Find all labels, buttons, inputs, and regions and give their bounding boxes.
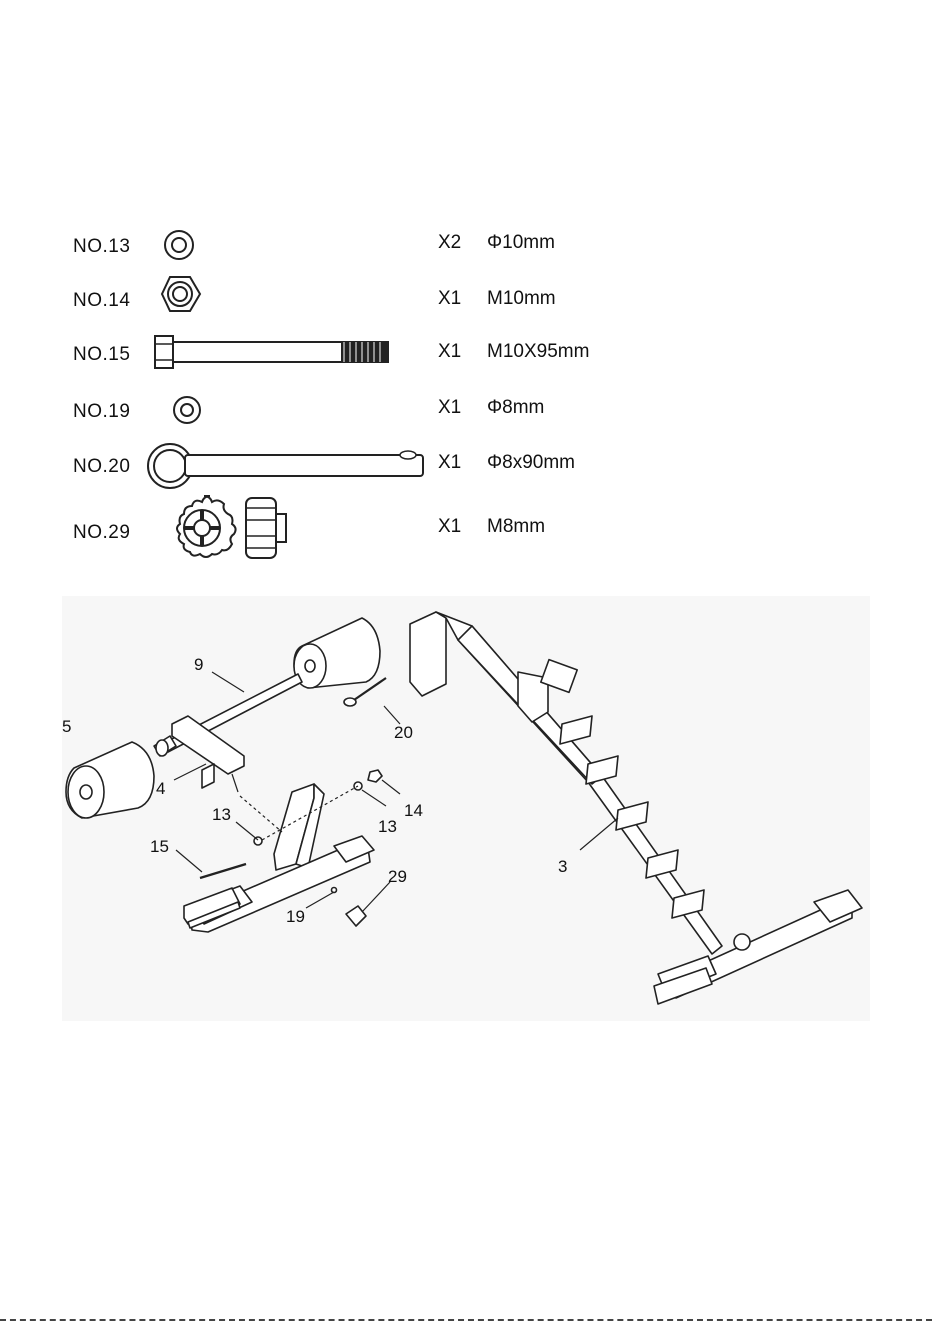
hex-nut-icon <box>160 272 204 316</box>
part-quantity: X1 <box>438 452 461 474</box>
callout-15: 15 <box>150 837 169 856</box>
part-spec: Φ8x90mm <box>487 452 575 474</box>
part-number: NO.20 <box>73 456 130 478</box>
part-number: NO.14 <box>73 290 130 312</box>
callout-19: 19 <box>286 907 305 926</box>
callout-9: 9 <box>194 655 203 674</box>
washer-icon <box>160 230 204 264</box>
part-spec: Φ10mm <box>487 232 555 254</box>
page-edge-divider <box>0 1319 932 1323</box>
part-number: NO.19 <box>73 401 130 423</box>
part-spec: M10X95mm <box>487 341 589 363</box>
knob-icon <box>162 492 292 564</box>
ring-pin-icon <box>145 440 430 492</box>
hardware-parts-list: NO.13 X2 Φ10mm NO.14 X1 M10mm NO.15 <box>0 0 932 580</box>
callout-3: 3 <box>558 857 567 876</box>
callout-4: 4 <box>156 779 165 798</box>
part-number: NO.13 <box>73 236 130 258</box>
callout-13-left: 13 <box>212 805 231 824</box>
assembly-diagram: 5 9 4 13 15 19 29 13 14 20 3 <box>62 596 870 1021</box>
small-washer-icon <box>168 395 208 427</box>
part-quantity: X2 <box>438 232 461 254</box>
part-spec: M8mm <box>487 516 545 538</box>
part-quantity: X1 <box>438 341 461 363</box>
part-quantity: X1 <box>438 288 461 310</box>
part-spec: M10mm <box>487 288 556 310</box>
callout-14: 14 <box>404 801 423 820</box>
hex-bolt-icon <box>153 332 393 372</box>
washer-19 <box>332 888 337 893</box>
part-quantity: X1 <box>438 397 461 419</box>
callout-29: 29 <box>388 867 407 886</box>
part-number: NO.15 <box>73 344 130 366</box>
part-quantity: X1 <box>438 516 461 538</box>
callout-5: 5 <box>62 717 71 736</box>
part-number: NO.29 <box>73 522 130 544</box>
callout-13-right: 13 <box>378 817 397 836</box>
callout-20: 20 <box>394 723 413 742</box>
part-spec: Φ8mm <box>487 397 544 419</box>
